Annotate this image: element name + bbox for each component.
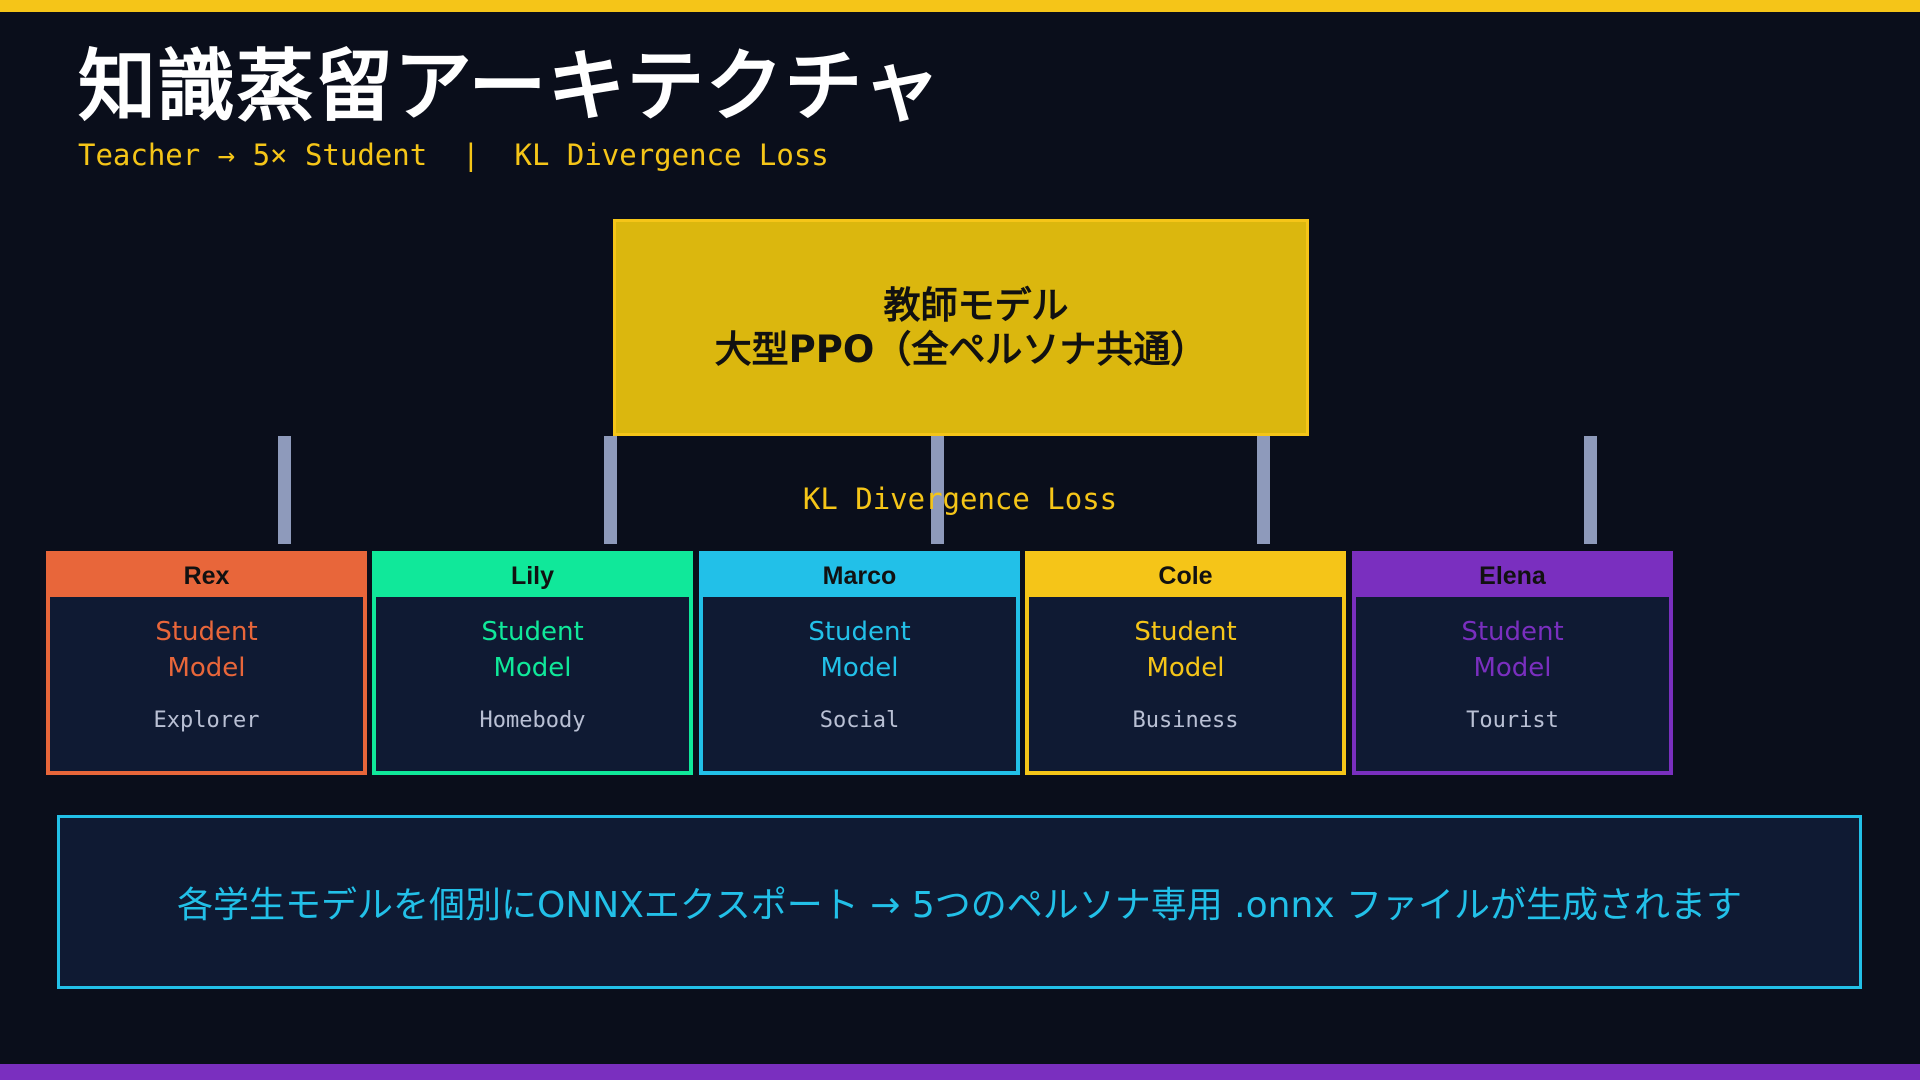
student-card-cole: Cole Student Model Business bbox=[1025, 551, 1346, 775]
student-name: Marco bbox=[703, 555, 1016, 600]
top-accent-stripe bbox=[0, 0, 1920, 12]
connector-elena bbox=[1584, 436, 1597, 544]
bottom-accent-stripe bbox=[0, 1064, 1920, 1080]
student-card-elena: Elena Student Model Tourist bbox=[1352, 551, 1673, 775]
student-name: Rex bbox=[50, 555, 363, 600]
student-name: Lily bbox=[376, 555, 689, 600]
student-role-line1: Student bbox=[481, 617, 584, 647]
student-card-marco: Marco Student Model Social bbox=[699, 551, 1020, 775]
student-role-line2: Model bbox=[167, 653, 246, 683]
kl-divergence-label: KL Divergence Loss bbox=[802, 482, 1118, 516]
student-role: Student Model bbox=[703, 614, 1016, 686]
student-role-line1: Student bbox=[1461, 617, 1564, 647]
student-persona: Explorer bbox=[153, 708, 260, 733]
student-role: Student Model bbox=[1029, 614, 1342, 686]
student-role: Student Model bbox=[50, 614, 363, 686]
student-persona: Tourist bbox=[1466, 708, 1559, 733]
connector-rex bbox=[278, 436, 291, 544]
teacher-subtitle: 大型PPO（全ペルソナ共通） bbox=[714, 327, 1208, 371]
student-persona: Homebody bbox=[479, 708, 586, 733]
student-card-rex: Rex Student Model Explorer bbox=[46, 551, 367, 775]
student-role-line2: Model bbox=[1146, 653, 1225, 683]
student-persona: Social bbox=[819, 708, 900, 733]
student-role: Student Model bbox=[376, 614, 689, 686]
connector-lily bbox=[604, 436, 617, 544]
student-persona: Business bbox=[1132, 708, 1239, 733]
student-role-line1: Student bbox=[155, 617, 258, 647]
student-name: Cole bbox=[1029, 555, 1342, 600]
teacher-title: 教師モデル bbox=[883, 283, 1069, 327]
slide-subtitle: Teacher → 5× Student | KL Divergence Los… bbox=[78, 138, 829, 172]
student-card-lily: Lily Student Model Homebody bbox=[372, 551, 693, 775]
student-name: Elena bbox=[1356, 555, 1669, 600]
student-role-line1: Student bbox=[1134, 617, 1237, 647]
teacher-model-box: 教師モデル 大型PPO（全ペルソナ共通） bbox=[613, 219, 1309, 436]
student-role-line2: Model bbox=[493, 653, 572, 683]
student-role-line2: Model bbox=[820, 653, 899, 683]
onnx-export-note-text: 各学生モデルを個別にONNXエクスポート → 5つのペルソナ専用 .onnx フ… bbox=[176, 885, 1743, 926]
student-role-line2: Model bbox=[1473, 653, 1552, 683]
student-role-line1: Student bbox=[808, 617, 911, 647]
connector-marco bbox=[931, 436, 944, 544]
student-role: Student Model bbox=[1356, 614, 1669, 686]
slide-title: 知識蒸留アーキテクチャ bbox=[78, 42, 942, 132]
connector-cole bbox=[1257, 436, 1270, 544]
onnx-export-note: 各学生モデルを個別にONNXエクスポート → 5つのペルソナ専用 .onnx フ… bbox=[57, 815, 1862, 989]
